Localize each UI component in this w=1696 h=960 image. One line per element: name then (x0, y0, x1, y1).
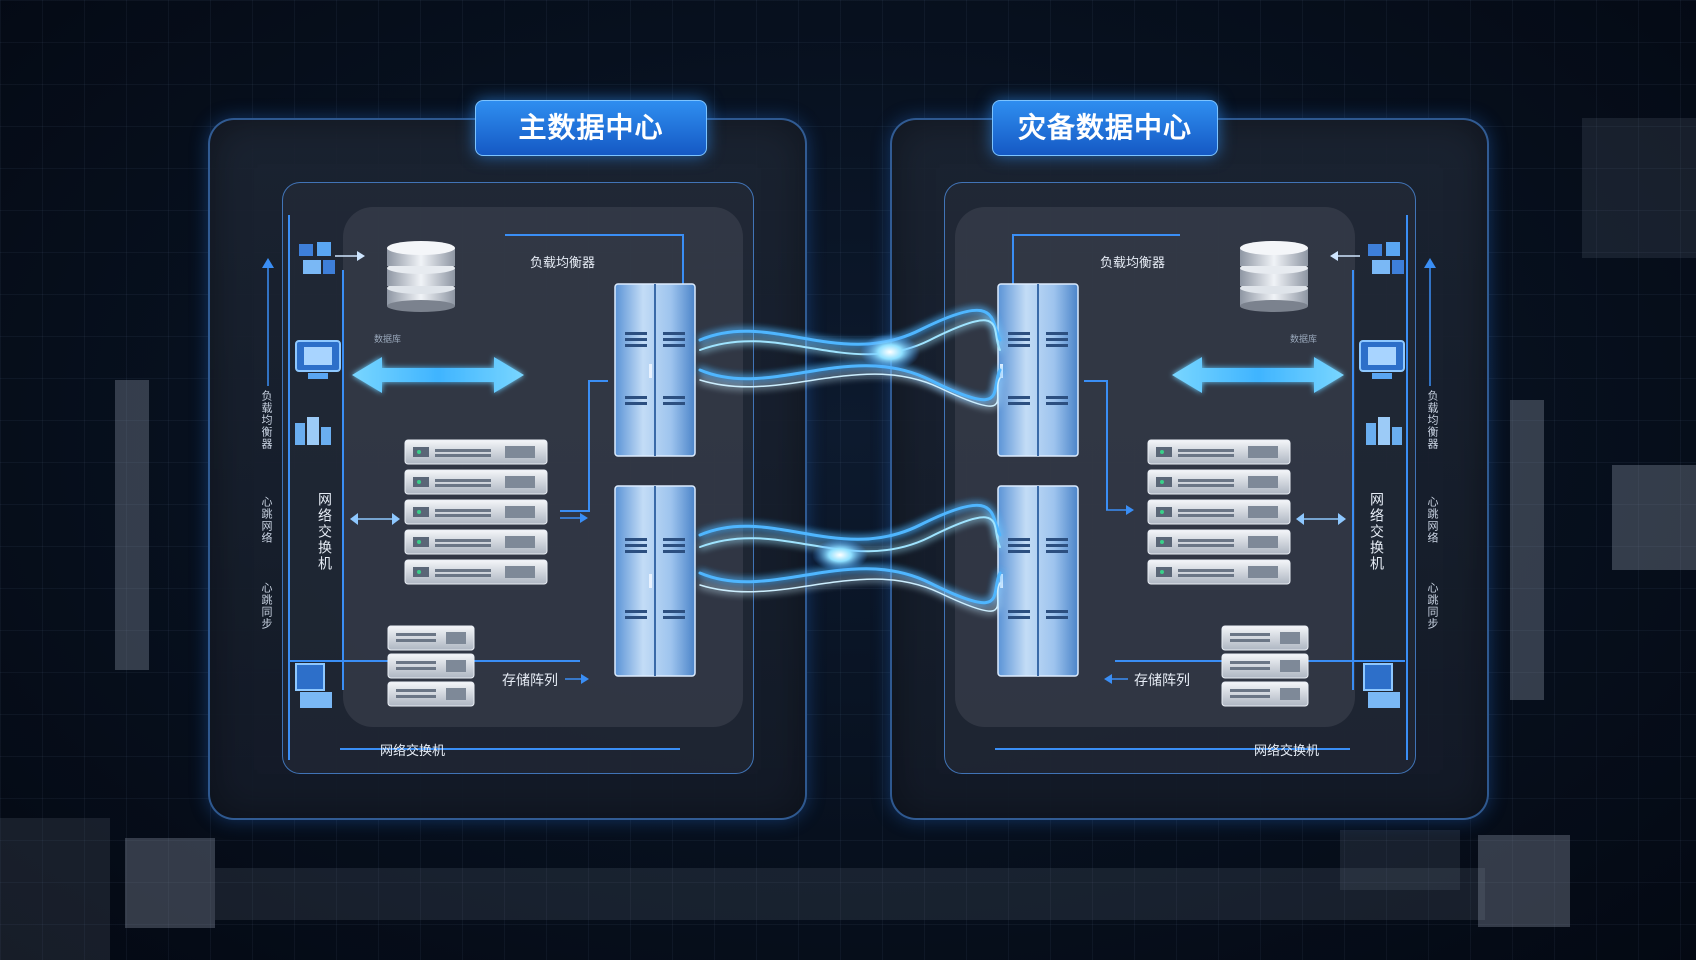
primary-network-switch-bottom-label: 网络交换机 (380, 744, 446, 759)
router-icon (295, 340, 341, 379)
primary-load-balancer-label: 负载均衡器 (530, 256, 596, 271)
data-stream-icon (698, 308, 1002, 407)
database-icon (1240, 241, 1308, 312)
connector-line (588, 380, 590, 510)
connector-line (995, 748, 1350, 750)
primary-storage-array-label: 存储阵列 (502, 673, 558, 689)
backup-side-label: 心跳同步 (1426, 582, 1439, 630)
connector-line (1012, 234, 1180, 236)
connector-line (1406, 215, 1408, 760)
building-icon (1366, 417, 1402, 445)
primary-side-label: 负载均衡器 (260, 390, 273, 450)
bg-block (1582, 118, 1696, 258)
backup-network-switch-vertical-label: 网络交换机 (1368, 492, 1384, 572)
bg-block (1612, 465, 1696, 570)
arrow-right-icon (335, 251, 365, 261)
cabinet-icon (614, 283, 696, 457)
connector-line (682, 234, 684, 284)
storage-icon (387, 625, 475, 707)
connector-line (340, 748, 680, 750)
bg-block (0, 818, 110, 960)
backup-storage-array-label: 存储阵列 (1134, 673, 1190, 689)
connector-line (588, 380, 608, 382)
arrow-right-icon (565, 674, 589, 684)
backup-side-label: 负载均衡器 (1426, 390, 1439, 450)
sync-arrow-icon (1296, 513, 1346, 525)
router-icon (1359, 340, 1405, 379)
cabinet-icon (614, 485, 696, 677)
connector-line (560, 510, 590, 512)
primary-side-label: 心跳同步 (260, 582, 273, 630)
connector-line (288, 215, 290, 760)
cabinet-icon (997, 283, 1079, 457)
building-icon (295, 417, 331, 445)
backup-network-switch-bottom-label: 网络交换机 (1254, 744, 1320, 759)
data-stream-icon (698, 503, 1002, 612)
connector-line (1012, 234, 1014, 284)
connector-line (342, 270, 344, 690)
server-rack-icon (404, 439, 548, 585)
connector-line (1084, 380, 1106, 382)
bg-block (125, 838, 215, 928)
db-caption: 数据库 (1290, 335, 1318, 345)
terminal-icon (1363, 663, 1400, 708)
connector-line (505, 234, 683, 236)
arrow-right-icon (1106, 505, 1134, 515)
database-icon (387, 241, 455, 312)
arrow-left-icon (1104, 674, 1128, 684)
bidirectional-arrow-icon (352, 357, 524, 393)
bg-block (115, 380, 149, 670)
cabinet-icon (997, 485, 1079, 677)
uplink-arrow-icon (1424, 258, 1436, 386)
terminal-icon (295, 663, 332, 708)
connector-line (1106, 380, 1108, 510)
primary-network-switch-vertical-label: 网络交换机 (316, 492, 332, 572)
backup-side-label: 心跳网络 (1426, 496, 1439, 544)
bg-block (1478, 835, 1570, 927)
primary-title: 主数据中心 (475, 100, 707, 156)
network-node-icon (1368, 242, 1404, 274)
db-caption: 数据库 (374, 335, 402, 345)
primary-side-label: 心跳网络 (260, 496, 273, 544)
bg-block (215, 868, 1485, 920)
bidirectional-arrow-icon (1172, 357, 1344, 393)
server-rack-icon (1147, 439, 1291, 585)
backup-load-balancer-label: 负载均衡器 (1100, 256, 1166, 271)
sync-arrow-icon (350, 513, 400, 525)
network-node-icon (299, 242, 335, 274)
bg-block (1510, 400, 1544, 700)
bg-block (1340, 830, 1460, 890)
connector-line (1352, 270, 1354, 690)
backup-title: 灾备数据中心 (992, 100, 1218, 156)
storage-icon (1221, 625, 1309, 707)
arrow-right-icon (560, 513, 588, 523)
arrow-left-icon (1330, 251, 1360, 261)
uplink-arrow-icon (262, 258, 274, 386)
